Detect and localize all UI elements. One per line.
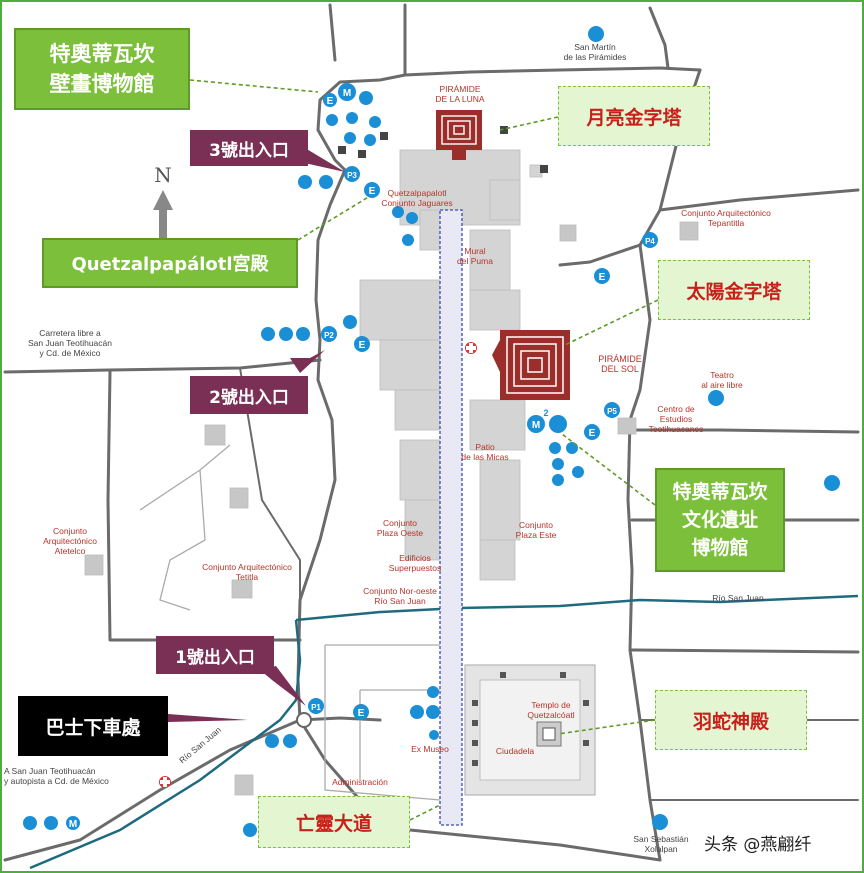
label-quetzalpapalotl: Quetzalpapalotl Conjunto Jaguares	[381, 188, 453, 208]
label-teatro: Teatro al aire libre	[701, 370, 743, 390]
entrance-icon: E	[599, 272, 606, 283]
callout-mural-museum: 特奧蒂瓦坎 壁畫博物館	[14, 28, 190, 110]
callout-sun-pyramid: 太陽金字塔	[658, 260, 810, 320]
callout-site-museum: 特奧蒂瓦坎 文化遺址 博物館	[655, 468, 785, 572]
label-carretera: Carretera libre a San Juan Teotihuacán y…	[28, 328, 112, 358]
entrance-icon: E	[369, 186, 376, 197]
label-plaza-oeste: Conjunto Plaza Oeste	[376, 518, 424, 538]
label-superpuestos: Edificios Superpuestos	[388, 553, 442, 573]
callout-leaders	[189, 79, 659, 821]
label-patio-micas: Patio de las Micas	[461, 442, 509, 462]
entrance-icon: E	[359, 340, 366, 351]
bus-stop-marker	[296, 712, 312, 728]
label-piramide-sol: PIRÁMIDE DEL SOL	[598, 354, 642, 374]
label-mural-puma: Mural del Puma	[457, 246, 493, 266]
callout-feathered-serpent: 羽蛇神殿	[655, 690, 807, 750]
label-atetelco: Conjunto Arquitectónico Atetelco	[43, 526, 97, 556]
museum-icon: M	[532, 420, 540, 431]
river	[29, 594, 859, 870]
parking-p3-icon: P3	[347, 171, 357, 180]
service-icons	[23, 26, 840, 837]
label-noroeste: Conjunto Nor-oeste Río San Juan	[363, 586, 437, 606]
callout-avenue-dead: 亡靈大道	[258, 796, 410, 848]
label-administracion: Administración	[332, 777, 388, 787]
visitor-path-markers	[338, 126, 548, 173]
label-tepantitla: Conjunto Arquitectónico Tepantitla	[681, 208, 771, 228]
label-san-sebastian: San Sebastián Xolalpan	[633, 834, 689, 854]
parking-p4-icon: P4	[645, 237, 655, 246]
label-tetitla: Conjunto Arquitectónico Tetitla	[202, 562, 292, 582]
label-piramide-luna: PIRÁMIDE DE LA LUNA	[435, 84, 485, 104]
north-arrow-icon: N	[153, 163, 173, 238]
watermark: 头条 @燕翩纤	[704, 835, 812, 855]
entrance-icon: E	[327, 96, 334, 107]
entrance-icon: E	[358, 708, 365, 719]
callout-exit-2: 2號出入口	[190, 376, 308, 414]
entrance-icon: E	[589, 428, 596, 439]
parking-p2-icon: P2	[324, 331, 334, 340]
museum-number: 2	[543, 408, 548, 418]
label-ciudadela: Ciudadela	[495, 746, 535, 756]
callout-bus-stop: 巴士下車處	[18, 696, 168, 756]
callout-moon-pyramid: 月亮金字塔	[558, 86, 710, 146]
label-ex-museo: Ex Museo	[411, 744, 449, 754]
callout-quetzal-palace: Quetzalpapálotl宮殿	[42, 238, 298, 288]
label-templo-quetzalcoatl: Templo de Quetzalcóatl	[527, 700, 575, 720]
museum-icon: M	[69, 819, 77, 830]
callout-exit-1: 1號出入口	[156, 636, 274, 674]
pyramid-of-the-sun	[492, 330, 570, 400]
pyramid-of-the-moon	[436, 110, 482, 160]
first-aid-icon	[159, 776, 171, 788]
parking-p5-icon: P5	[607, 407, 617, 416]
parking-p1-icon: P1	[311, 703, 321, 712]
ciudadela-complex	[464, 664, 596, 796]
label-a-san-juan: A San Juan Teotihuacán y autopista a Cd.…	[4, 766, 109, 786]
north-label: N	[154, 163, 172, 187]
label-san-martin: San Martín de las Pirámides	[563, 42, 627, 62]
avenue-of-the-dead	[439, 209, 463, 826]
label-centro-estudios: Centro de Estudios Teotihuacanos	[648, 404, 704, 434]
first-aid-icon	[465, 342, 477, 354]
label-plaza-este: Conjunto Plaza Este	[515, 520, 557, 540]
label-rio-san-juan: Río San Juan	[712, 593, 764, 603]
callout-exit-3: 3號出入口	[190, 130, 308, 166]
museum-icon: M	[343, 88, 351, 99]
